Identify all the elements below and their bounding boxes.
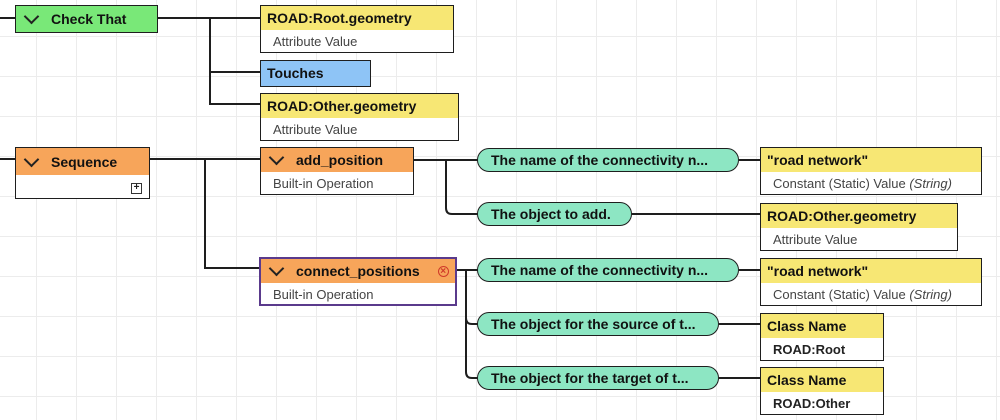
node-title: Touches [267, 65, 324, 81]
class-name-other-node[interactable]: Class Name ROAD:Other [760, 367, 884, 415]
touches-node[interactable]: Touches [260, 60, 371, 87]
param-source-object[interactable]: The object for the source of t... [477, 312, 719, 336]
road-network-constant-2[interactable]: "road network" Constant (Static) Value (… [760, 258, 982, 306]
node-subtitle: Attribute Value [773, 231, 858, 247]
chevron-down-icon[interactable] [23, 8, 40, 24]
node-title: Check That [51, 10, 127, 27]
type-hint: (String) [909, 286, 952, 302]
node-title: Class Name [767, 318, 847, 334]
wire-add-p2 [445, 160, 478, 215]
add-step-icon[interactable]: + [131, 183, 142, 194]
node-subtitle: Constant (Static) Value [773, 286, 906, 302]
param-connectivity-name-1[interactable]: The name of the connectivity n... [477, 148, 739, 172]
param-object-to-add[interactable]: The object to add. [477, 202, 632, 226]
remove-icon[interactable]: × [437, 265, 449, 277]
node-title: ROAD:Other.geometry [267, 98, 417, 114]
wire-seq-connect [204, 159, 260, 269]
chevron-down-icon[interactable] [268, 260, 285, 277]
chevron-down-icon[interactable] [268, 149, 285, 166]
wire-conn-p4 [465, 270, 478, 325]
check-that-node[interactable]: Check That [15, 5, 158, 33]
root-geometry-node[interactable]: ROAD:Root.geometry Attribute Value [260, 5, 454, 53]
node-title: ROAD:Other.geometry [767, 208, 917, 224]
class-name-root-node[interactable]: Class Name ROAD:Root [760, 313, 884, 361]
param-target-object[interactable]: The object for the target of t... [477, 366, 719, 390]
other-geometry-node-2[interactable]: ROAD:Other.geometry Attribute Value [760, 203, 958, 251]
node-subtitle: ROAD:Other [773, 395, 851, 411]
chevron-down-icon[interactable] [23, 151, 40, 167]
node-title: connect_positions [296, 263, 420, 279]
node-subtitle: Attribute Value [273, 121, 358, 137]
add-position-node[interactable]: add_position Built-in Operation [260, 147, 414, 195]
type-hint: (String) [909, 175, 952, 191]
node-title: Sequence [51, 153, 118, 170]
node-title: "road network" [767, 263, 869, 279]
node-subtitle: Attribute Value [273, 33, 358, 49]
sequence-node[interactable]: Sequence + [15, 147, 150, 199]
node-title: add_position [296, 152, 384, 168]
node-subtitle: Built-in Operation [273, 175, 374, 191]
road-network-constant-1[interactable]: "road network" Constant (Static) Value (… [760, 147, 982, 195]
node-title: Class Name [767, 372, 847, 388]
param-connectivity-name-2[interactable]: The name of the connectivity n... [477, 258, 739, 282]
other-geometry-node[interactable]: ROAD:Other.geometry Attribute Value [260, 93, 459, 141]
wire-check-touches [209, 18, 260, 73]
node-subtitle: Built-in Operation [273, 286, 374, 302]
connect-positions-node[interactable]: connect_positions × Built-in Operation [259, 257, 457, 306]
node-title: "road network" [767, 152, 869, 168]
node-subtitle: ROAD:Root [773, 341, 846, 357]
node-title: ROAD:Root.geometry [267, 10, 412, 26]
wire-check-other [209, 72, 260, 105]
wire-conn-p5 [465, 318, 478, 379]
node-subtitle: Constant (Static) Value [773, 175, 906, 191]
